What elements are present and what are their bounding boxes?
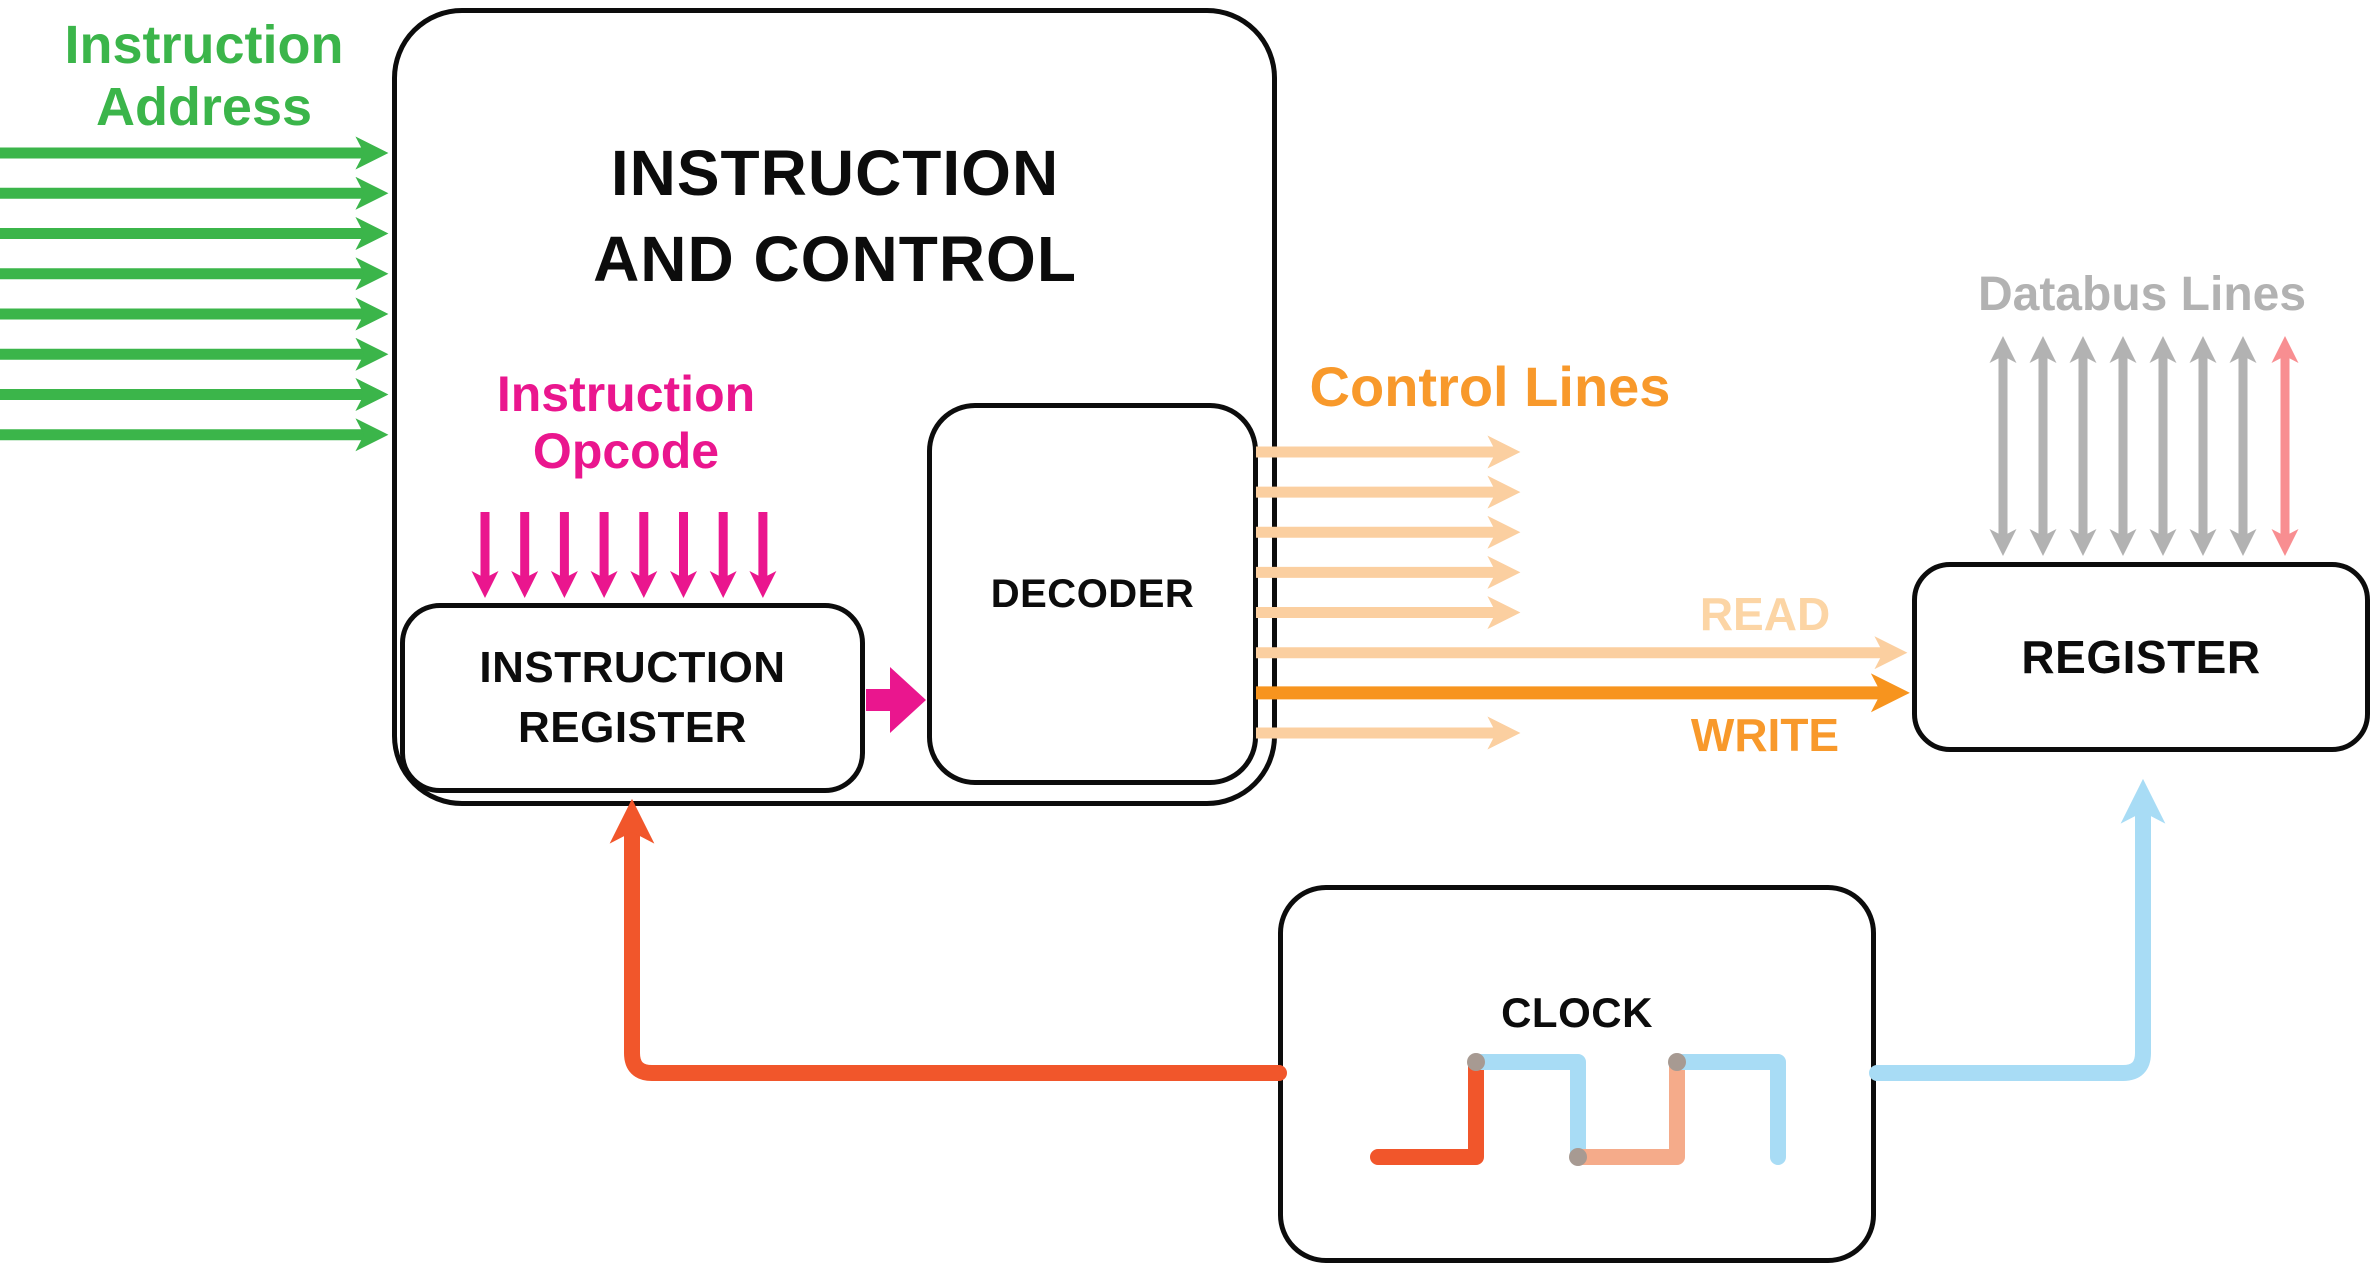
databus-lines-label: Databus Lines	[1977, 268, 2307, 321]
instruction-register-box: INSTRUCTION REGISTER	[400, 603, 865, 793]
read-label: READ	[1699, 588, 1831, 640]
decoder-box: DECODER	[927, 403, 1258, 785]
instruction-address-label: Instruction Address	[64, 15, 344, 137]
clock-to-register-line	[1869, 778, 2166, 1081]
clock-to-instruction-register-line	[609, 798, 1287, 1081]
register-label: REGISTER	[2021, 631, 2261, 683]
control-lines-label: Control Lines	[1309, 355, 1671, 418]
clock-box	[1278, 885, 1876, 1263]
instruction-address-arrows	[0, 136, 389, 452]
instruction-register-label: INSTRUCTION REGISTER	[479, 643, 786, 752]
instruction-opcode-label: Instruction Opcode	[496, 366, 756, 479]
clock-label: CLOCK	[1501, 989, 1653, 1036]
register-box: REGISTER	[1912, 562, 2370, 752]
decoder-label: DECODER	[990, 571, 1195, 616]
main-box-title: INSTRUCTION AND CONTROL	[593, 137, 1077, 295]
write-label: WRITE	[1690, 709, 1840, 761]
databus-arrows	[1989, 336, 2299, 556]
